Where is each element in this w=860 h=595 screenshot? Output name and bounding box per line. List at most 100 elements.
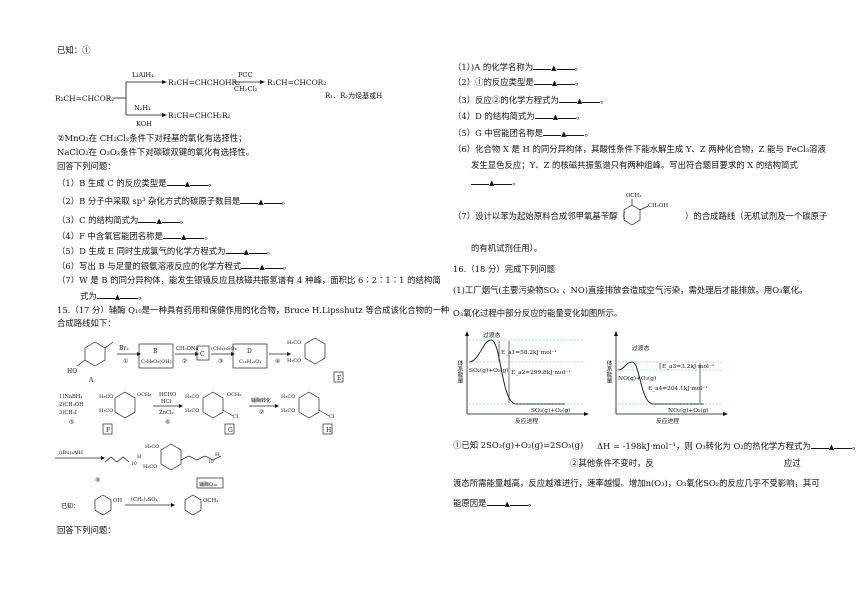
ylabel-1: 体系能量 <box>456 359 463 384</box>
svg-text:H₃CO: H₃CO <box>99 394 113 400</box>
svg-text:3)CH₃I: 3)CH₃I <box>59 409 77 416</box>
known-label: 已知： <box>61 502 79 510</box>
svg-text:OCH₃: OCH₃ <box>626 193 641 199</box>
label-h: H <box>326 427 331 434</box>
ring-f <box>114 391 136 419</box>
svg-text:H₃CO: H₃CO <box>185 408 199 414</box>
molecule-2-methoxybenzyl-alcohol: OCH₃ CH₂OH <box>623 193 668 226</box>
label-g: G <box>228 427 233 434</box>
q16-a2: ②其他条件不变时，反 <box>570 458 654 468</box>
svg-text:H₃CO: H₃CO <box>185 394 199 400</box>
ring-q10 <box>160 443 182 471</box>
reactant-1: SO₂(g)+O₃(g) <box>469 367 508 374</box>
energy-diagram-no: 过渡态 E_a3=3.2kJ·mol⁻¹ E_a4=204.1kJ·mol⁻¹ … <box>605 331 728 425</box>
q16-p1: (1)工厂烟气(主要污染物SO₂ 、NO)直接排放会造成空气污染，需处理后才能排… <box>453 285 808 295</box>
known-3: NaClO₂在 O₃O₃条件下对碳碳双键的氧化有选择性。 <box>57 147 255 157</box>
q15-title: 15.（17 分）辅酶 Q₁₀是一种具有药用和保健作用的化合物，Bruce H.… <box>57 305 450 315</box>
step1-num: ① <box>123 358 128 365</box>
q15-6: （6）化合物 X 是 H 的同分异构体，其酸性条件下能水解生成 Y、Z 两种化合… <box>453 144 826 154</box>
svg-text:H₃CO: H₃CO <box>287 358 301 364</box>
ea1-label: E_a1=58.2kJ·mol⁻¹ <box>501 349 557 356</box>
step2-reagent: CH₃ONa <box>176 346 198 352</box>
svg-text:H₃CO: H₃CO <box>281 394 295 400</box>
step6-num: ⑥ <box>165 419 170 426</box>
q15-1: （1）)A 的化学名称为▲。 <box>453 62 583 72</box>
ring-a <box>84 341 106 367</box>
energy-diagram-so2: 过渡态 E_a1=58.2kJ·mol⁻¹ E_a2=299.8kJ·mol⁻¹… <box>456 331 589 425</box>
svg-text:Cl: Cl <box>329 414 335 420</box>
q15-3: （3）反应②的化学方程式为▲。 <box>453 95 609 105</box>
q14-2: （2）B 分子中采取 sp³ 杂化方式的碳原子数目是▲。 <box>57 196 291 206</box>
ts-label-1: 过渡态 <box>483 331 501 339</box>
box-h <box>322 423 333 435</box>
svg-text:CH₂OH: CH₂OH <box>648 203 668 209</box>
reagent-koh: KOH <box>136 120 152 128</box>
q15-4: （4）D 的结构简式为▲。 <box>453 111 585 121</box>
svg-text:H₃CO: H₃CO <box>99 408 113 414</box>
q14-5: （5）D 生成 E 同时生成氯气的化学方程式为▲。 <box>57 246 276 256</box>
ring-anisole <box>184 494 202 516</box>
step5-num: ⑤ <box>69 419 74 426</box>
xlabel-1: 反应进程 <box>515 417 538 425</box>
step3-reagent: (CH₃)₂SO₄ <box>211 345 237 352</box>
svg-text:10: 10 <box>131 461 137 467</box>
ea2-label: E_a2=299.8kJ·mol⁻¹ <box>511 369 571 376</box>
step7-reagent: 辅酶转化 <box>251 397 271 404</box>
step4-num: ④ <box>275 358 280 365</box>
svg-text:10: 10 <box>208 459 214 465</box>
synthesis-route: HO A Br₂ ① B C₇H₈O₂(OH) CH₃ONa ② C (CH₃)… <box>55 337 344 516</box>
known-2: ②MnO₂在 CH₂Cl₂条件下对羟基的氧化有选择性； <box>57 133 247 143</box>
svg-text:ZnCl₂: ZnCl₂ <box>159 410 174 416</box>
svg-text:H₃CO: H₃CO <box>281 408 295 414</box>
q14-3: （3）C 的结构简式为▲。 <box>57 215 189 225</box>
ho-label: HO <box>67 368 77 375</box>
step8-num: ⑧ <box>95 477 100 484</box>
step8-reagent: (iBu)₂AlH <box>59 449 84 456</box>
product-1: SO₃(g)+O₂(g) <box>531 407 570 414</box>
q15-7-mid: ）的合成路线（无机试剂及一个碳原子 <box>685 211 828 221</box>
formula-b: C₇H₈O₂(OH) <box>141 358 172 365</box>
q14-4: （4）F 中含氧官能团名称是▲。 <box>57 231 213 241</box>
box-g <box>224 423 235 435</box>
q16-a2b: 应过 <box>784 458 801 468</box>
step7-num: ⑦ <box>259 409 264 416</box>
q16-p2: O₃氧化过程中部分反应的能量变化如图所示。 <box>453 308 623 318</box>
svg-text:Cl: Cl <box>233 414 239 420</box>
svg-text:H₃CO: H₃CO <box>143 464 157 470</box>
q14-7-cont: 式为▲。 <box>80 291 147 301</box>
xlabel-2: 反应进程 <box>656 417 679 425</box>
label-f: F <box>106 427 110 434</box>
box-e <box>333 371 344 383</box>
label-a: A <box>88 377 94 384</box>
step1-reagent: Br₂ <box>119 345 129 352</box>
reagent-lialh4: LiAlH₄ <box>132 71 154 79</box>
box-f <box>102 423 113 435</box>
ea3-label: E_a3=3.2kJ·mol⁻¹ <box>662 363 714 370</box>
box-b <box>138 343 174 369</box>
svg-text:H₃CO: H₃CO <box>145 444 159 450</box>
reagent-pcc: PCC <box>238 71 253 79</box>
q16-a1b: ΔH = -198kJ·mol⁻¹，则 O₃转化为 O₂的热化学方程式为▲。 <box>597 441 860 451</box>
svg-text:1)NaBH₄: 1)NaBH₄ <box>59 393 82 400</box>
box-q10 <box>196 477 224 489</box>
q15-2: （2）①的反应类型是▲。 <box>453 77 584 87</box>
prod-ketone: R₁CH=CHCOR₂ <box>267 78 326 87</box>
label-d: D <box>247 348 252 355</box>
step3-num: ③ <box>218 358 223 365</box>
q15-5: （5）G 中官能团名称是▲。 <box>453 128 593 138</box>
q15-7: （7）设计以苯为起始原料合成邻甲氧基苄醇（ <box>453 211 626 221</box>
q14-7: （7）W 是 B 的同分异构体，能发生银镜反应且核磁共振氢谱有 4 种峰，面积比… <box>57 275 441 285</box>
svg-text:H: H <box>137 454 142 460</box>
svg-text:2)CH₃OH: 2)CH₃OH <box>59 401 84 408</box>
svg-text:HCl: HCl <box>161 399 171 405</box>
box-d <box>232 343 268 369</box>
q15-title-2: 合成路线如下： <box>57 318 116 328</box>
svg-text:OH: OH <box>113 498 122 504</box>
label-b: B <box>153 348 158 355</box>
known-reagent: (CH₃)₂SO₄ <box>131 496 158 503</box>
label-q10: 辅酶Q₁₀ <box>199 481 217 488</box>
ylabel-2: 体系能量 <box>605 359 612 384</box>
q15-6-cont: 发生显色反应；Y、Z 的核磁共振氢谱只有两种组峰。写出符合题目要求的 X 的结构… <box>471 160 798 170</box>
answer-heading-2: 回答下列问题： <box>57 525 116 535</box>
reaction-scheme-known-1: R₁CH=CHCOR₂ LiAlH₄ N₂H₄ KOH R₁CH=CHCHOHR… <box>55 71 382 128</box>
